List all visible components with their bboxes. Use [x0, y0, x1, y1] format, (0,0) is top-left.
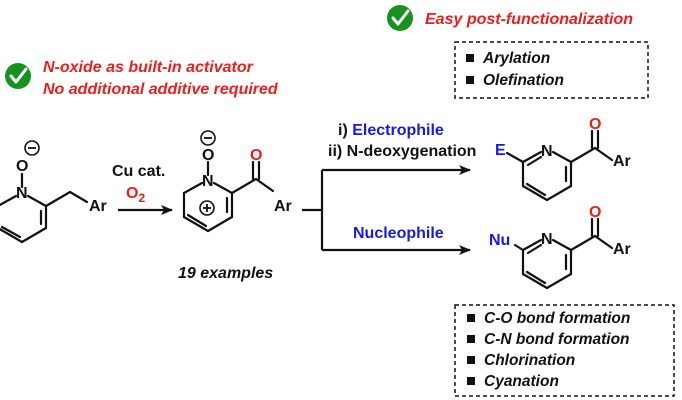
- oxidant-label: O2: [126, 185, 145, 205]
- atom-Ar: Ar: [89, 198, 107, 215]
- carbonyl-O: O: [250, 147, 262, 164]
- box-item-c-n: C-N bond formation: [484, 331, 630, 348]
- bullet-icon: [467, 314, 475, 322]
- bullet-icon: [467, 335, 475, 343]
- product-electrophile-structure: [505, 129, 614, 202]
- electrophile-substituent: E: [495, 142, 506, 159]
- box-item-arylation: Arylation: [482, 50, 550, 67]
- catalyst-label: Cu cat.: [112, 163, 165, 180]
- check-circle-icon: [5, 63, 31, 89]
- bullet-icon: [466, 76, 474, 84]
- check-circle-icon: [387, 5, 413, 31]
- minus-charge-icon: [24, 140, 40, 156]
- bullet-icon: [466, 54, 474, 62]
- transformations-box: C-O bond formation C-N bond formation Ch…: [454, 304, 675, 397]
- atom-O: O: [202, 147, 214, 164]
- atom-N: N: [541, 231, 553, 248]
- atom-N: N: [202, 173, 214, 190]
- atom-O: O: [16, 158, 28, 175]
- box-item-olefination: Olefination: [483, 72, 564, 89]
- post-functionalization-header: Easy post-functionalization: [387, 5, 633, 31]
- step2-label: ii) N-deoxygenation: [328, 143, 476, 160]
- carbonyl-O: O: [589, 116, 601, 133]
- atom-N: N: [541, 143, 553, 160]
- atom-Ar: Ar: [274, 198, 292, 215]
- activator-note: N-oxide as built-in activator No additio…: [5, 59, 279, 98]
- atom-Ar: Ar: [613, 153, 631, 170]
- branch-arrows: [302, 165, 471, 255]
- examples-count: 19 examples: [178, 265, 273, 282]
- atom-N: N: [16, 185, 28, 202]
- nucleophile-label: Nucleophile: [353, 225, 444, 242]
- post-functionalization-box: Arylation Olefination: [454, 41, 649, 99]
- box-item-chlorination: Chlorination: [484, 352, 575, 369]
- carbonyl-O: O: [589, 204, 601, 221]
- plus-charge-icon: [199, 200, 215, 216]
- intermediate-structure: [182, 160, 275, 233]
- starting-material-structure: [0, 172, 89, 244]
- bullet-icon: [467, 356, 475, 364]
- box-item-c-o: C-O bond formation: [484, 310, 630, 327]
- box-item-cyanation: Cyanation: [484, 373, 559, 390]
- activator-line-2: No additional additive required: [43, 81, 279, 98]
- product-nucleophile-structure: [513, 217, 614, 290]
- nucleophile-substituent: Nu: [489, 232, 510, 249]
- bullet-icon: [467, 377, 475, 385]
- activator-line-1: N-oxide as built-in activator: [43, 59, 254, 76]
- post-functionalization-title: Easy post-functionalization: [425, 11, 633, 28]
- step1-label: i) Electrophile: [338, 122, 444, 139]
- atom-Ar: Ar: [613, 241, 631, 258]
- minus-charge-icon: [200, 130, 216, 146]
